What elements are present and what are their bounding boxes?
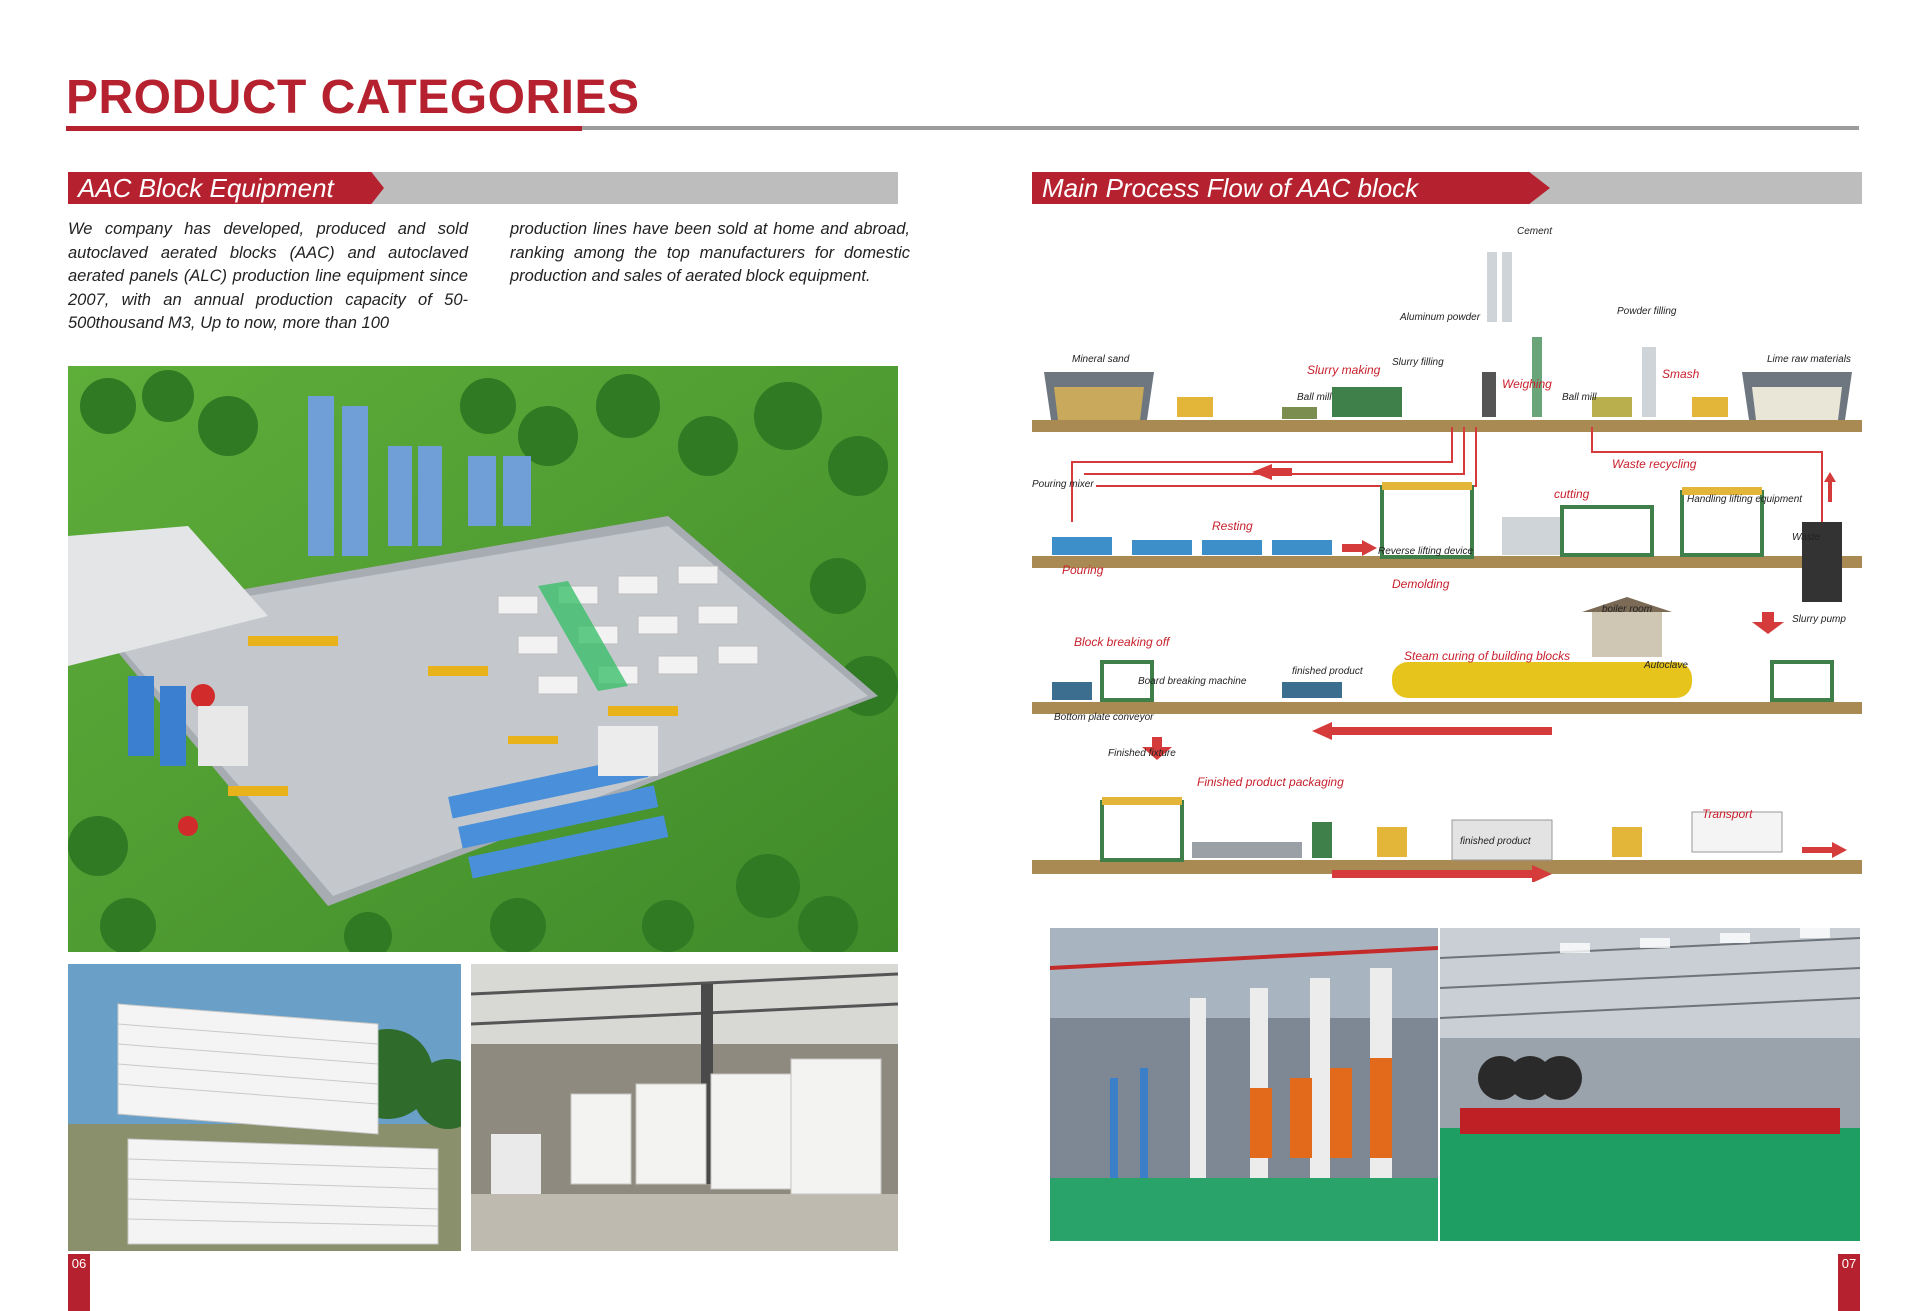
label-bottom-plate-conveyor: Bottom plate conveyor <box>1054 712 1154 723</box>
intro-paragraph-col2: production lines have been sold at home … <box>510 220 910 285</box>
label-handling-lifting: Handling lifting equipment <box>1687 494 1803 505</box>
aac-blocks-factory-photo <box>471 964 898 1251</box>
label-finished-fixture: Finished fixture <box>1108 748 1176 759</box>
label-smash: Smash <box>1662 367 1700 381</box>
label-waste: Waste <box>1792 532 1821 543</box>
label-transport: Transport <box>1702 807 1753 821</box>
label-finished-product-packaging: Finished product packaging <box>1197 775 1344 789</box>
label-autoclave: Autoclave <box>1643 660 1688 671</box>
label-mineral-sand: Mineral sand <box>1072 354 1130 365</box>
intro-paragraph-col1: We company has developed, produced and s… <box>68 220 468 332</box>
section-bar-aac-equipment: AAC Block Equipment <box>68 172 898 204</box>
label-finished-product-1: finished product <box>1292 666 1364 677</box>
label-resting: Resting <box>1212 519 1253 533</box>
page-number-right: 07 <box>1838 1254 1860 1311</box>
label-powder-filling: Powder filling <box>1617 306 1677 317</box>
label-slurry-pump: Slurry pump <box>1792 614 1846 625</box>
label-ball-mill-1: Ball mill <box>1297 392 1332 403</box>
autoclave-workshop-photo <box>1440 928 1860 1241</box>
label-slurry-making: Slurry making <box>1307 363 1381 377</box>
label-slurry-filling: Slurry filling <box>1392 357 1444 368</box>
section-title-aac-equipment: AAC Block Equipment <box>68 172 384 204</box>
label-pouring-mixer: Pouring mixer <box>1032 479 1094 490</box>
label-demolding: Demolding <box>1392 577 1450 591</box>
page-number-left: 06 <box>68 1254 90 1311</box>
section-title-process-flow: Main Process Flow of AAC block <box>1032 172 1550 204</box>
process-flow-diagram: Cement Aluminum powder Powder filling Mi… <box>1032 222 1862 883</box>
label-weighing: Weighing <box>1502 377 1552 391</box>
production-line-workshop-photo <box>1050 928 1438 1241</box>
label-board-breaking-machine: Board breaking machine <box>1138 676 1247 687</box>
label-ball-mill-2: Ball mill <box>1562 392 1597 403</box>
label-pouring: Pouring <box>1062 563 1104 577</box>
label-lime-raw-materials: Lime raw materials <box>1767 354 1851 365</box>
page-title: PRODUCT CATEGORIES <box>66 71 640 124</box>
label-cement: Cement <box>1517 226 1553 237</box>
label-boiler-room: boiler room <box>1602 604 1652 615</box>
label-block-breaking-off: Block breaking off <box>1074 635 1171 649</box>
title-underline-grey <box>582 126 1859 130</box>
section-bar-process-flow: Main Process Flow of AAC block <box>1032 172 1862 204</box>
aac-panels-photo <box>68 964 461 1251</box>
label-reverse-lifting: Reverse lifting device <box>1378 546 1473 557</box>
label-cutting: cutting <box>1554 487 1590 501</box>
label-steam-curing: Steam curing of building blocks <box>1404 649 1570 663</box>
label-aluminum-powder: Aluminum powder <box>1399 312 1481 323</box>
factory-aerial-photo <box>68 366 898 952</box>
label-finished-product-2: finished product <box>1460 836 1532 847</box>
title-underline-red <box>66 126 582 131</box>
label-waste-recycling: Waste recycling <box>1612 457 1697 471</box>
